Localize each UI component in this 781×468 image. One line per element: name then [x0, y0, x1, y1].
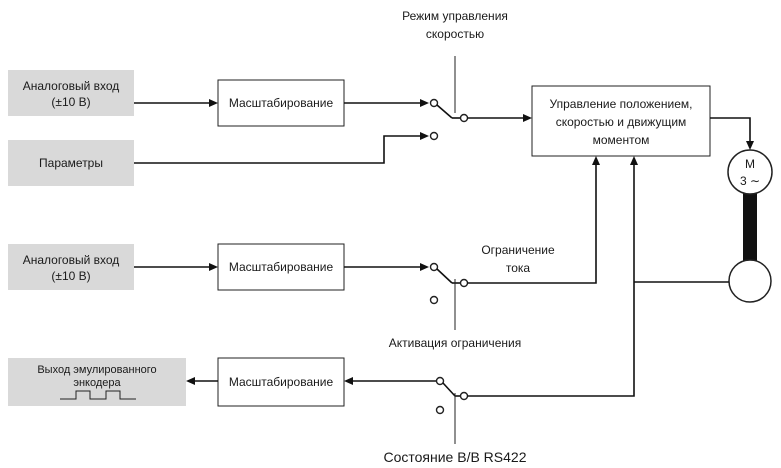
switch-2-contact-top: [429, 262, 439, 272]
current-limit-label-line1: Ограничение: [481, 243, 555, 257]
switch-1-contact-top: [429, 98, 439, 108]
arrow-into-switch-1: [420, 99, 429, 107]
scaling-block-2: [217, 243, 345, 291]
switch-3-blade: [442, 382, 456, 397]
scaling-block-3: [217, 357, 345, 407]
arrow-into-motor: [746, 141, 754, 150]
controller-label-line2: скоростью и движущим: [556, 115, 687, 129]
switch-1-output-node: [459, 113, 469, 123]
analog-input-2-label-line2: (±10 В): [51, 269, 90, 283]
arrow-into-scaling-2: [209, 263, 218, 271]
scaling-block-1-label: Масштабирование: [229, 96, 334, 110]
arrow-into-scaling-3: [344, 377, 353, 385]
switch-3-contact-bottom: [435, 405, 445, 415]
scaling-block-2-label: Масштабирование: [229, 260, 334, 274]
analog-input-1-label-line2: (±10 В): [51, 95, 90, 109]
parameters-box: [8, 140, 134, 186]
arrow-feedback-into-controller: [630, 156, 638, 165]
controller-block: [531, 85, 711, 157]
encoder-circle: [728, 259, 772, 303]
controller-label-line1: Управление положением,: [550, 97, 693, 111]
motor-phase: 3 ∼: [740, 174, 760, 188]
encoder-pulse-icon: [60, 390, 136, 400]
arrow-into-switch-1-lower: [420, 132, 429, 140]
switch-2-blade: [436, 268, 453, 284]
arrow-into-switch-2: [420, 263, 429, 271]
controller-label-line3: моментом: [593, 133, 650, 147]
wire-parameters-to-switch: [134, 135, 421, 164]
speed-mode-label-line1: Режим управления: [402, 9, 508, 23]
scaling-block-3-label: Масштабирование: [229, 375, 334, 389]
analog-input-1-label-line1: Аналоговый вход: [23, 79, 120, 93]
arrow-into-encoder-output: [186, 377, 195, 385]
wire-controller-to-motor: [710, 117, 751, 142]
current-limit-label-line2: тока: [506, 261, 531, 275]
arrow-into-scaling-1: [209, 99, 218, 107]
switch-1-blade: [436, 104, 453, 119]
switch-3-output-node: [459, 391, 469, 401]
analog-input-1-box: [8, 70, 134, 116]
limit-activation-label: Активация ограничения: [389, 336, 521, 350]
speed-mode-label-line2: скоростью: [426, 27, 484, 41]
arrow-into-controller: [523, 114, 532, 122]
encoder-output-label-line2: энкодера: [73, 377, 121, 389]
wire-feedback-vertical: [467, 282, 635, 397]
motor-letter: M: [745, 157, 755, 171]
rs422-state-label: Состояние В/В RS422: [383, 449, 526, 465]
arrow-current-limit-into-controller: [592, 156, 600, 165]
analog-input-2-box: [8, 244, 134, 290]
encoder-output-label-line1: Выход эмулированного: [37, 364, 156, 376]
analog-input-2-label-line1: Аналоговый вход: [23, 253, 120, 267]
switch-2-contact-bottom: [429, 295, 439, 305]
wire-switch2-to-controller: [467, 164, 597, 284]
switch-2-output-node: [459, 278, 469, 288]
motor-shaft: [743, 192, 757, 268]
switch-3-contact-top: [435, 376, 445, 386]
parameters-label: Параметры: [39, 156, 103, 170]
switch-1-contact-bottom: [429, 131, 439, 141]
encoder-output-box: [8, 358, 186, 406]
